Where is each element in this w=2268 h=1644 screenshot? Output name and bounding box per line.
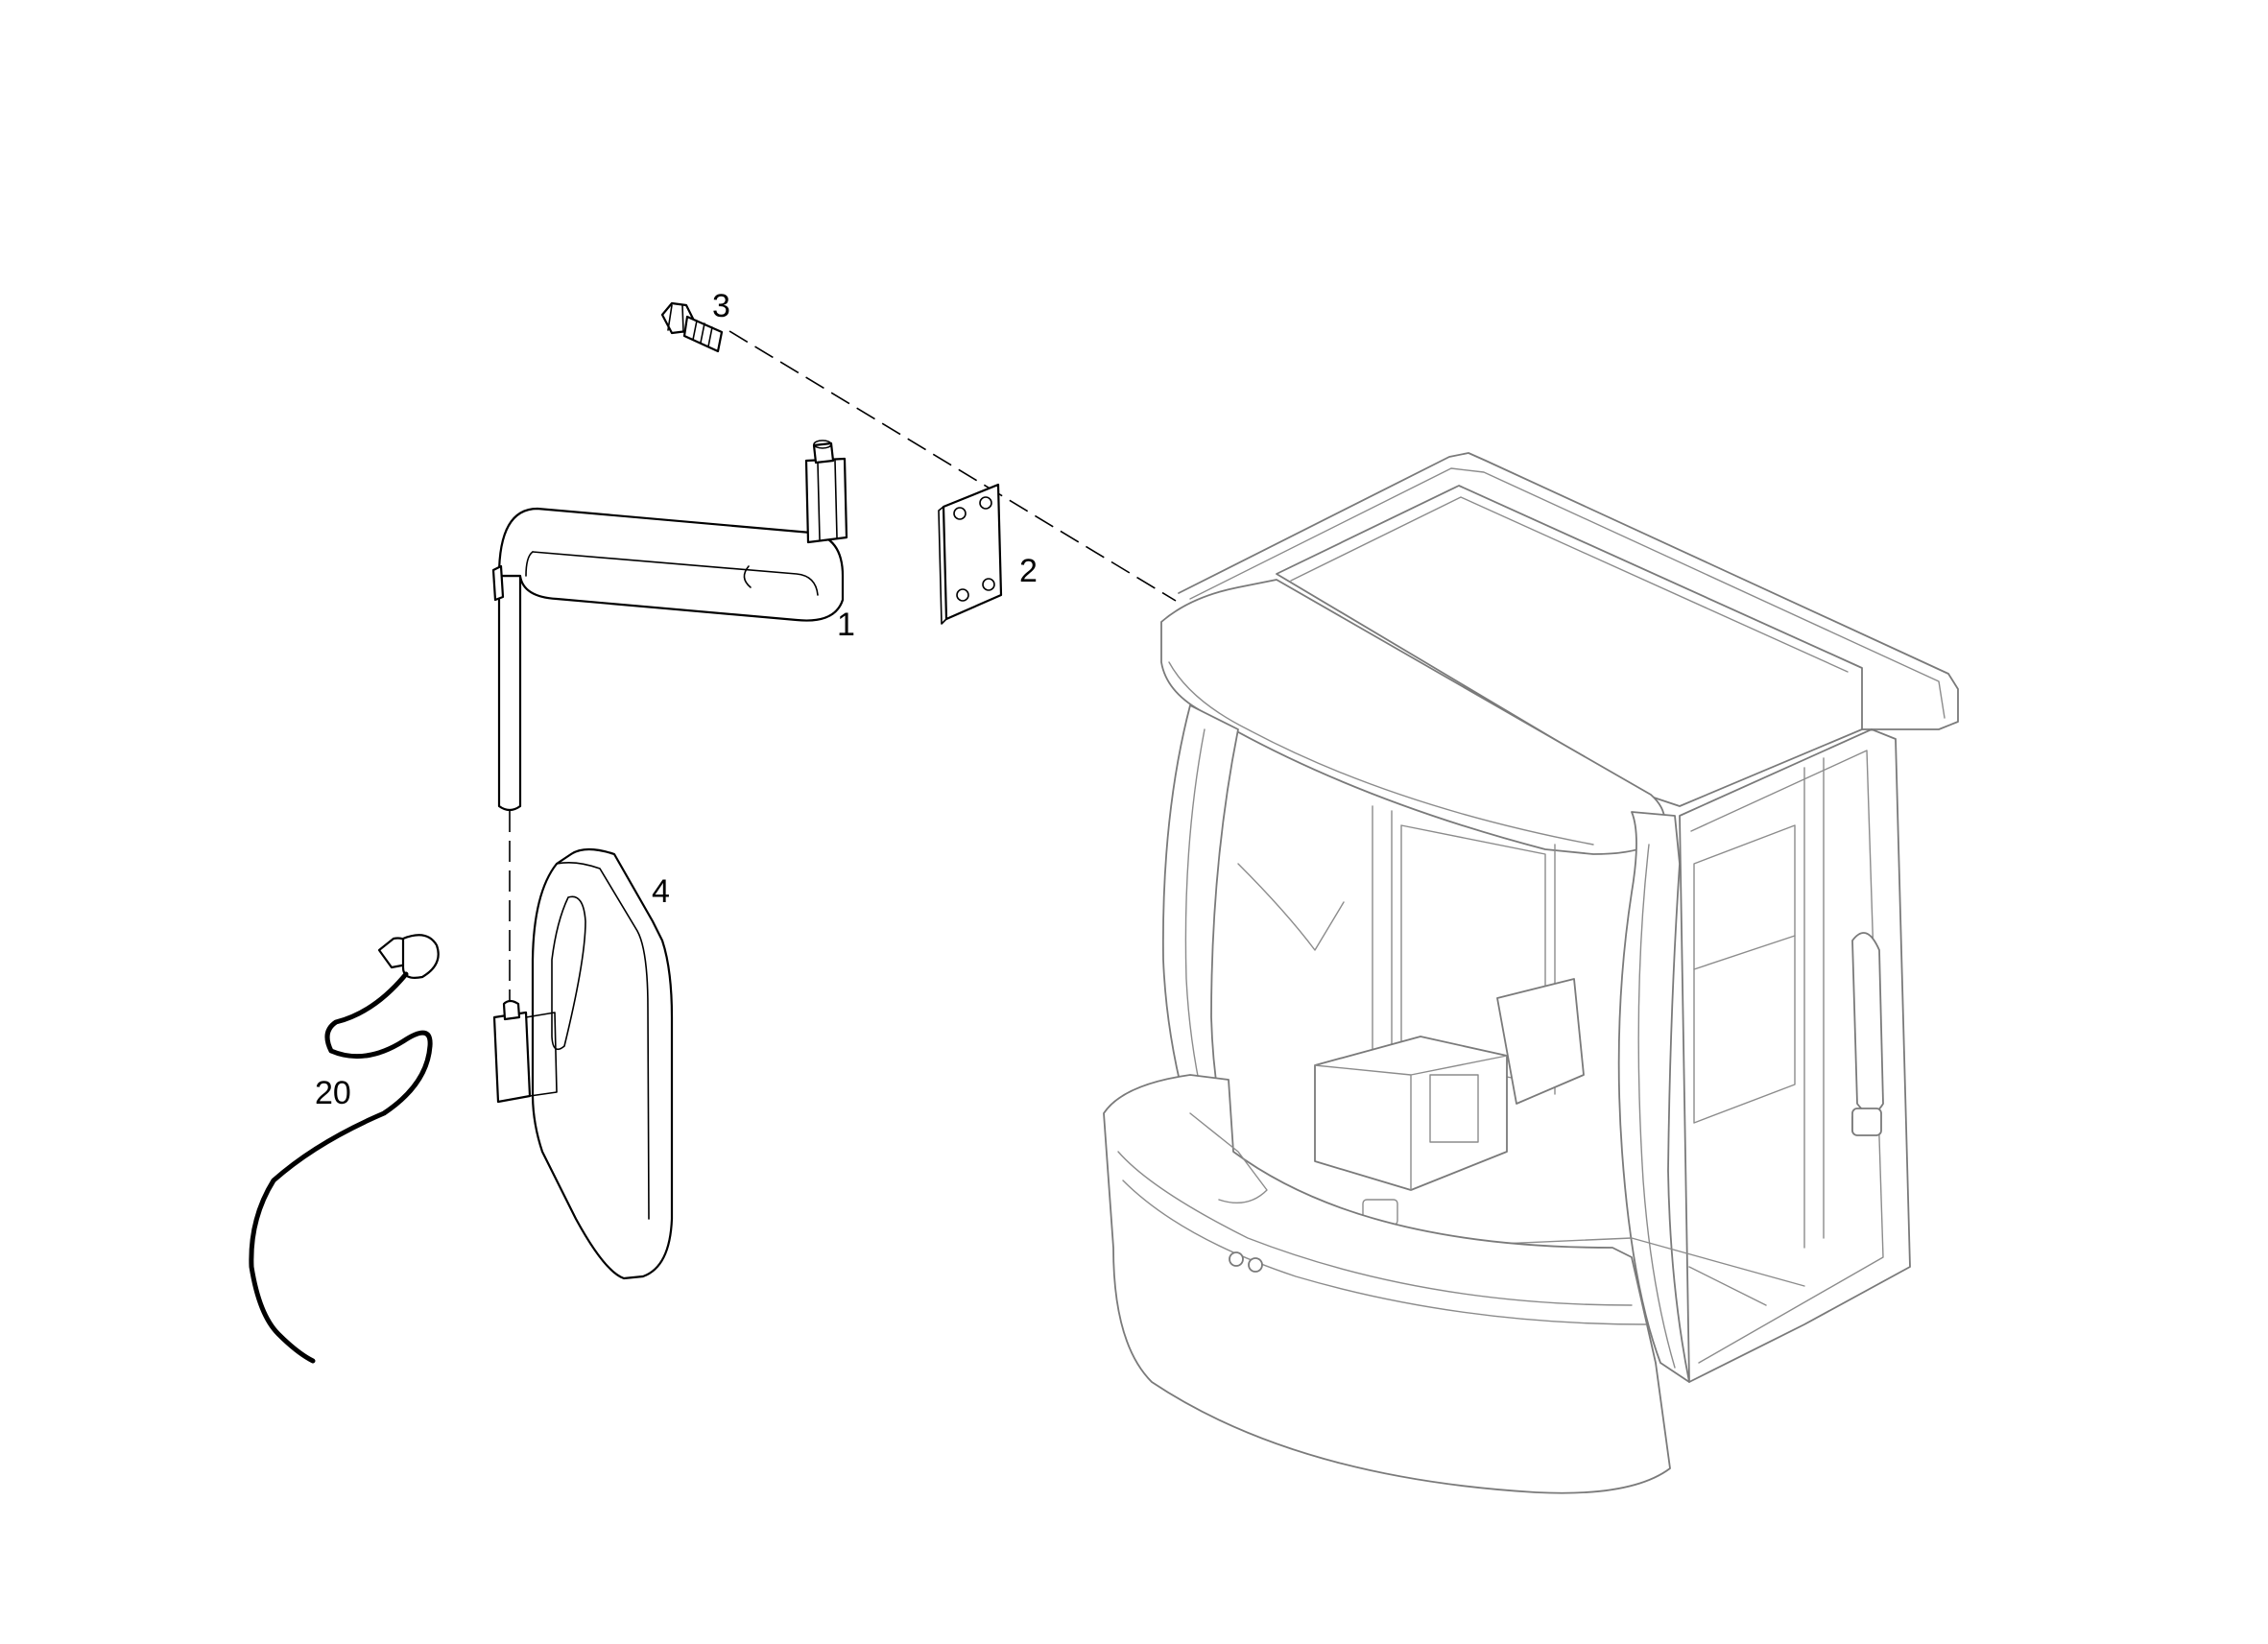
mirror-arm-part (491, 440, 848, 812)
bracket-plate-part (938, 483, 1003, 625)
callout-cable: 20 (315, 1075, 351, 1111)
callout-bolt: 3 (712, 288, 730, 324)
operator-cab (1103, 452, 1959, 1494)
bolt-part (660, 301, 724, 353)
callout-arm: 1 (837, 607, 855, 643)
assembly-leader-lines (509, 330, 1177, 1027)
mirror-part (492, 847, 674, 1280)
callout-bracket-plate: 2 (1019, 553, 1038, 589)
cable-part (249, 934, 440, 1364)
callout-mirror: 4 (652, 873, 670, 910)
